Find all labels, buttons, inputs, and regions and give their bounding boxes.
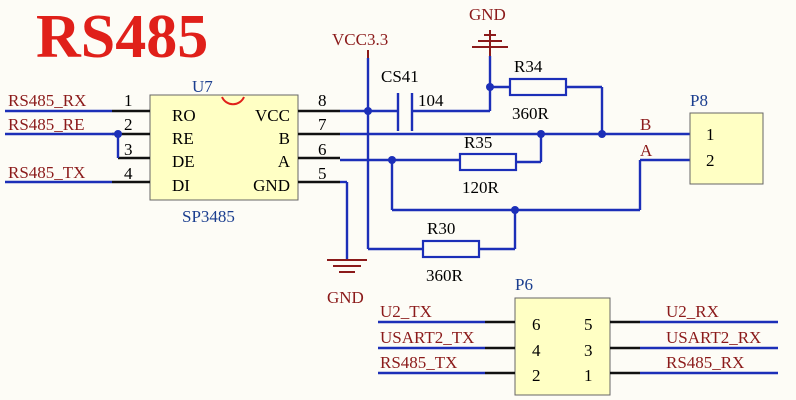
p6-pin6-number: 6	[532, 315, 541, 334]
u7-pin-gnd-label: GND	[253, 176, 290, 195]
net-a-label: A	[640, 141, 653, 160]
u7-pin6-number: 6	[318, 140, 327, 159]
b-r34-junction	[598, 130, 606, 138]
net-rs485-rx-label: RS485_RX	[8, 91, 86, 110]
u7-pin1-notch	[221, 96, 245, 106]
vcc33-label: VCC3.3	[332, 30, 388, 49]
r35-designator: R35	[464, 133, 492, 152]
r30-designator: R30	[427, 219, 455, 238]
r35-body	[458, 152, 518, 172]
net-usart2-tx-label: USART2_TX	[380, 328, 474, 347]
p6-pin4-number: 4	[532, 341, 541, 360]
u7-pin-vcc-label: VCC	[255, 106, 290, 125]
cs41-designator: CS41	[381, 67, 419, 86]
p8-body	[689, 112, 764, 185]
net-p6-rs485-tx-label: RS485_TX	[380, 353, 457, 372]
u7-pin2-number: 2	[124, 115, 133, 134]
u7-pin4-number: 4	[124, 164, 133, 183]
u7-body	[149, 94, 299, 201]
u7-pin8-number: 8	[318, 91, 327, 110]
u7-designator: U7	[192, 77, 213, 96]
u7-pin7-number: 7	[318, 115, 327, 134]
cs41-value: 104	[418, 91, 444, 110]
u7-pin-re-label: RE	[172, 129, 194, 148]
u7-pin-a-label: A	[278, 152, 291, 171]
r30-body	[421, 239, 481, 259]
u7-pin-di-label: DI	[172, 176, 190, 195]
r34-value: 360R	[512, 104, 550, 123]
net-u2-tx-label: U2_TX	[380, 302, 432, 321]
vcc-junction	[364, 107, 372, 115]
net-rs485-re-label: RS485_RE	[8, 115, 85, 134]
p8-designator: P8	[690, 91, 708, 110]
p8-pin2-number: 2	[706, 151, 715, 170]
u7-pin1-number: 1	[124, 91, 133, 110]
r34-body	[508, 77, 568, 97]
u7-pin-ro-label: RO	[172, 106, 196, 125]
u7-pin-b-label: B	[279, 129, 290, 148]
r30-value: 360R	[426, 266, 464, 285]
net-p6-rs485-rx-label: RS485_RX	[666, 353, 744, 372]
p6-body	[514, 297, 611, 396]
u7-pin5-number: 5	[318, 164, 327, 183]
p6-pin3-number: 3	[584, 341, 593, 360]
u7-part-number: SP3485	[182, 207, 235, 226]
gnd-top-label: GND	[469, 5, 506, 24]
p6-pin1-number: 1	[584, 366, 593, 385]
net-b-label: B	[640, 115, 651, 134]
r35-value: 120R	[462, 178, 500, 197]
net-rs485-tx-label: RS485_TX	[8, 163, 85, 182]
re-de-junction	[114, 130, 122, 138]
p8-pin1-number: 1	[706, 125, 715, 144]
r34-designator: R34	[514, 57, 543, 76]
u7-pin-de-label: DE	[172, 152, 195, 171]
schematic-title: RS485	[36, 3, 208, 71]
p6-pin5-number: 5	[584, 315, 593, 334]
net-usart2-rx-label: USART2_RX	[666, 328, 761, 347]
p6-designator: P6	[515, 275, 533, 294]
p6-pin2-number: 2	[532, 366, 541, 385]
u7-pin3-number: 3	[124, 140, 133, 159]
gnd-bottom-label: GND	[327, 288, 364, 307]
net-u2-rx-label: U2_RX	[666, 302, 719, 321]
